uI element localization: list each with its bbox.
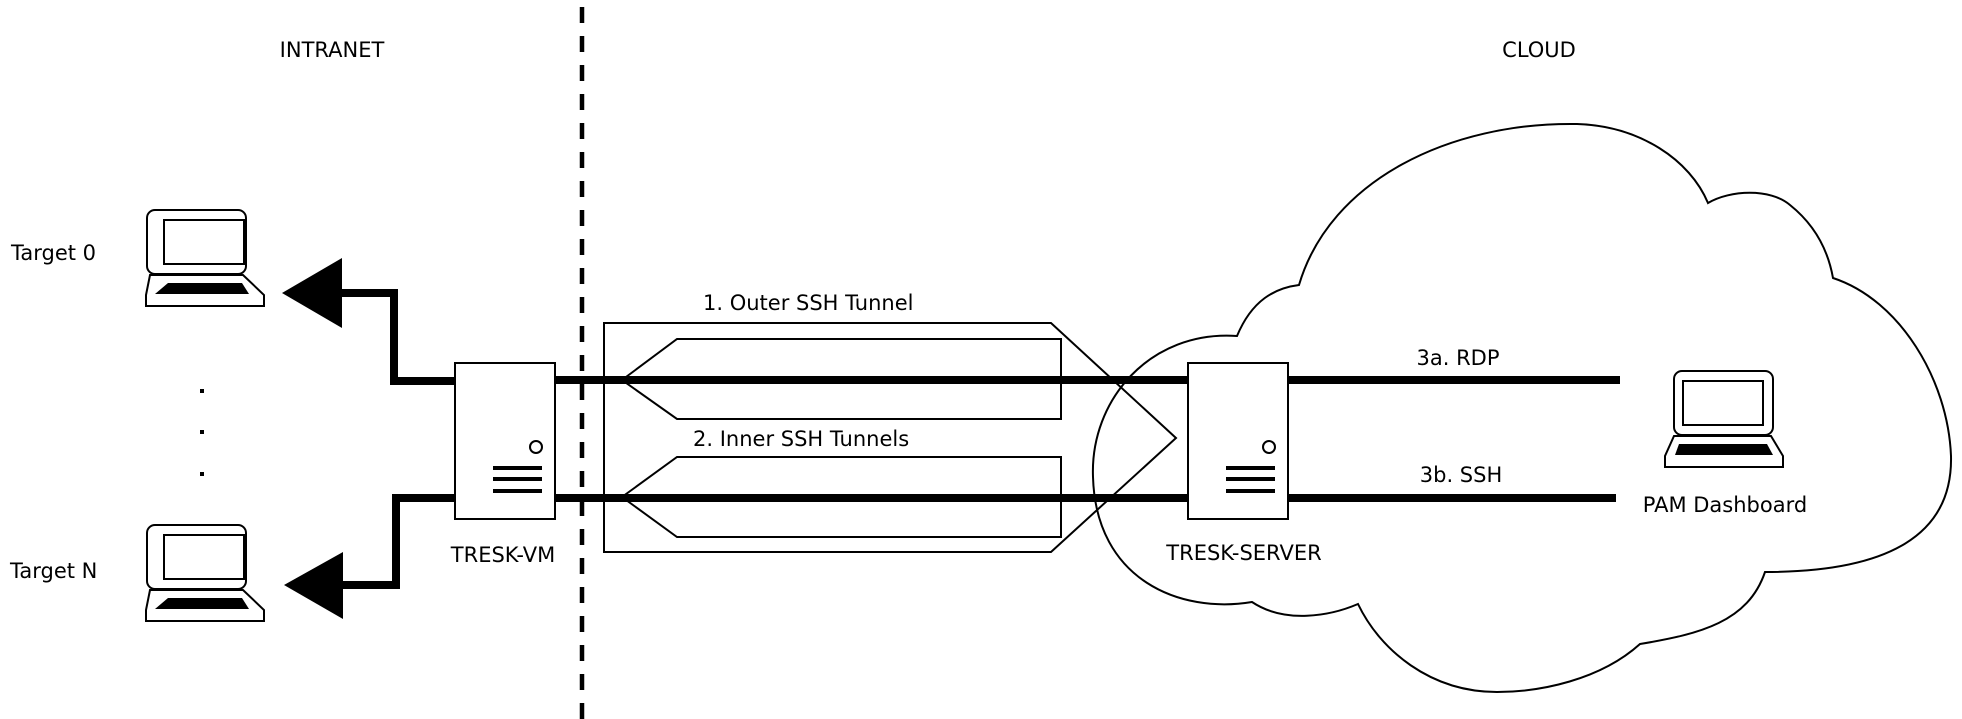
- laptop-icon: [145, 209, 265, 307]
- connector-vm-to-target-n: [340, 494, 455, 589]
- inner-ssh-tunnel-shape: [620, 456, 1062, 538]
- more-targets-ellipsis: [200, 389, 204, 476]
- outer-tunnel-label: 1. Outer SSH Tunnel: [703, 291, 913, 315]
- arrowhead-left-icon: [282, 258, 342, 328]
- arrowhead-left-icon: [284, 552, 343, 619]
- ssh-connection-label: 3b. SSH: [1420, 463, 1503, 487]
- outer-ssh-tunnel-shape: [603, 322, 1178, 553]
- tresk-server-label: TRESK-SERVER: [1165, 541, 1321, 565]
- laptop-icon: [1664, 370, 1784, 468]
- inner-tunnels-label: 2. Inner SSH Tunnels: [693, 427, 909, 451]
- connector-vm-to-target-0: [340, 289, 455, 385]
- tresk-vm-label: TRESK-VM: [450, 543, 555, 567]
- pam-dashboard-label: PAM Dashboard: [1643, 493, 1807, 517]
- laptop-icon: [145, 524, 265, 622]
- zone-label-intranet: INTRANET: [280, 38, 385, 62]
- server-icon: [1187, 362, 1289, 520]
- cloud-shape: [1091, 122, 1953, 694]
- rdp-connection-label: 3a. RDP: [1416, 346, 1499, 370]
- server-icon: [454, 362, 556, 520]
- target-n-label: Target N: [9, 559, 97, 583]
- target-0-label: Target 0: [10, 241, 96, 265]
- inner-ssh-tunnel-shape: [620, 338, 1062, 420]
- zone-label-cloud: CLOUD: [1502, 38, 1576, 62]
